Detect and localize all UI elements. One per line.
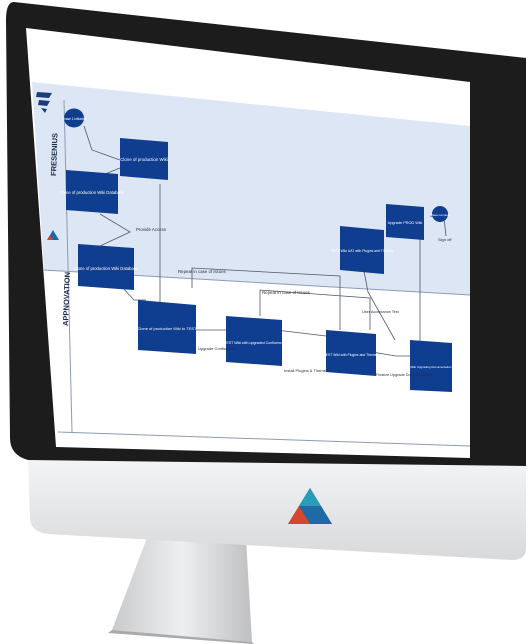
node-test-wiki-uat: TEST Wiki UAT with Plugins and Themes	[331, 226, 393, 274]
node-label: Phase complete	[430, 213, 451, 217]
node-test-wiki-upgraded-confluence: TEST Wiki with upgraded Confluence	[224, 316, 284, 366]
monitor-stand	[108, 530, 254, 644]
edge-label-install-plugins-themes: Install Plugins & Themes	[284, 368, 328, 373]
node-phase-complete: Phase complete	[430, 206, 451, 222]
node-label: Clone of production Wiki Database	[60, 190, 125, 195]
node-phase-1: Phase 1 initiation	[62, 108, 87, 128]
node-label: TEST Wiki with Plugins and Themes	[324, 353, 379, 357]
node-label: Wiki Upgrading Documentation	[410, 365, 452, 369]
edge-label-repeat-issues-2: Repeat in case of issues	[262, 290, 311, 295]
edge-labels: Provide Access Repeat in case of issues …	[136, 227, 452, 377]
node-clone-prod-wiki-db-top: Clone of production Wiki Database	[60, 170, 125, 214]
screen: FRESENIUS APPNOVATION Phase 1 initiation	[26, 28, 471, 458]
node-clone-prod-wiki-to-test: Clone of production Wiki to TEST	[137, 300, 197, 354]
node-clone-prod-wiki: Clone of production Wiki	[120, 138, 168, 180]
node-label: Clone of production Wiki Database	[74, 266, 139, 271]
node-label: TEST Wiki with upgraded Confluence	[224, 341, 284, 345]
edge-label-repeat-issues-1: Repeat in case of issues	[178, 269, 227, 274]
node-test-wiki-plugins-themes: TEST Wiki with Plugins and Themes	[324, 330, 379, 376]
node-upgrade-prod-wiki: Upgrade PROD Wiki	[386, 204, 424, 240]
node-label: Clone of production Wiki	[120, 157, 168, 162]
node-label: Phase 1 initiation	[62, 117, 87, 121]
node-label: Upgrade PROD Wiki	[388, 221, 423, 225]
appnovation-small-logo-icon	[47, 230, 59, 240]
edge-label-sign-off: Sign off	[438, 237, 452, 242]
lane-label-appnovation: APPNOVATION	[61, 272, 72, 326]
node-label: TEST Wiki UAT with Plugins and Themes	[331, 249, 393, 253]
node-wiki-upgrading-documentation: Wiki Upgrading Documentation	[410, 340, 452, 392]
node-clone-prod-wiki-db-bottom: Clone of production Wiki Database	[74, 244, 139, 290]
edge-label-finalize-upgrade-documentation: Finalize Upgrade Documentation	[376, 373, 431, 377]
monitor-chassis	[28, 460, 526, 560]
fresenius-logo-icon	[36, 92, 52, 113]
node-label: Clone of production Wiki to TEST	[137, 326, 197, 331]
appnovation-logo-icon	[288, 488, 332, 524]
edge-label-provide-access: Provide Access	[136, 227, 167, 232]
edge-label-user-acceptance-test: User Acceptance Test	[362, 310, 400, 314]
edge-label-upgrade-confluence: Upgrade Confluence	[198, 346, 235, 351]
lane-label-fresenius: FRESENIUS	[49, 133, 59, 176]
